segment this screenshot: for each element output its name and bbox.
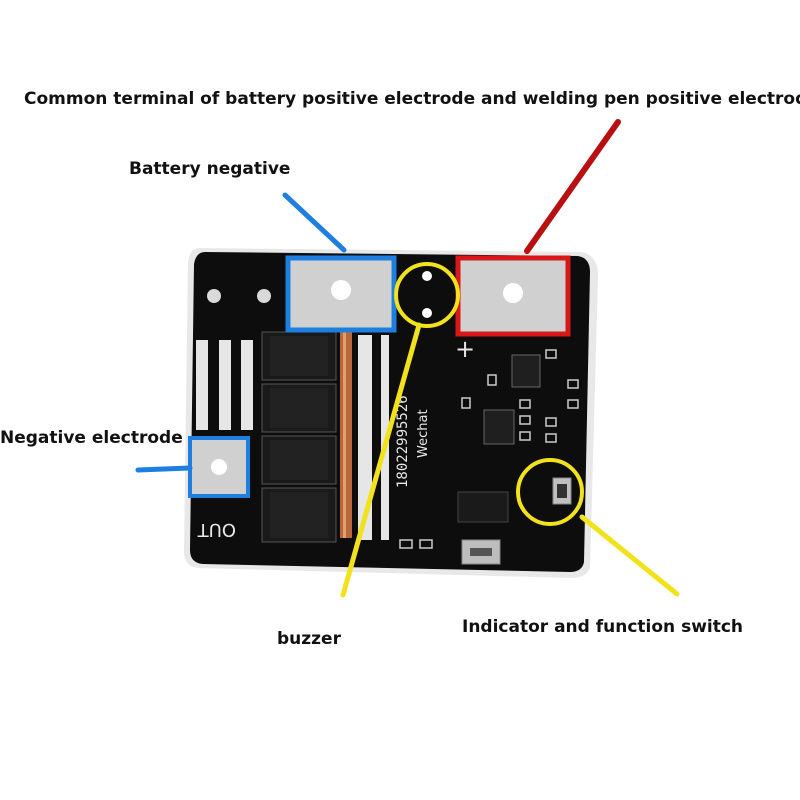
copper-strip [219, 340, 231, 430]
ic-chip [483, 409, 515, 445]
switch-pointer [579, 514, 680, 597]
silkscreen-number: 18022995526 [395, 395, 411, 488]
mount-hole [207, 289, 221, 303]
mosfet [261, 487, 337, 543]
mosfet [261, 383, 337, 433]
copper-strip [241, 340, 253, 430]
common-terminal-label: Common terminal of battery positive elec… [24, 89, 800, 109]
positive-common-pad [455, 255, 571, 337]
buzzer-highlight-circle [394, 262, 460, 328]
negative-electrode-label: Negative electrode [0, 428, 183, 448]
indicator-switch-label: Indicator and function switch [462, 617, 744, 637]
negative-electrode-pointer [135, 465, 193, 473]
ic-chip [457, 491, 509, 523]
mosfet [261, 331, 337, 381]
buzzer-pad [422, 308, 432, 318]
switch-highlight-circle [516, 458, 584, 526]
buzzer-pad [422, 271, 432, 281]
ic-chip [511, 354, 541, 388]
smd-components [399, 349, 579, 549]
copper-strip [196, 340, 208, 430]
silkscreen-wechat: Wechat [416, 409, 431, 458]
common-terminal-pointer [524, 119, 621, 254]
mount-hole [257, 289, 271, 303]
buzzer-pointer [340, 322, 422, 598]
plus-sign: + [455, 335, 475, 363]
copper-strip [358, 335, 372, 540]
battery-negative-label: Battery negative [129, 159, 291, 179]
battery-negative-pad [285, 255, 397, 333]
battery-negative-pointer [282, 192, 347, 253]
mosfet [261, 435, 337, 485]
out-label: OUT [197, 519, 236, 540]
buzzer-label: buzzer [277, 629, 341, 649]
